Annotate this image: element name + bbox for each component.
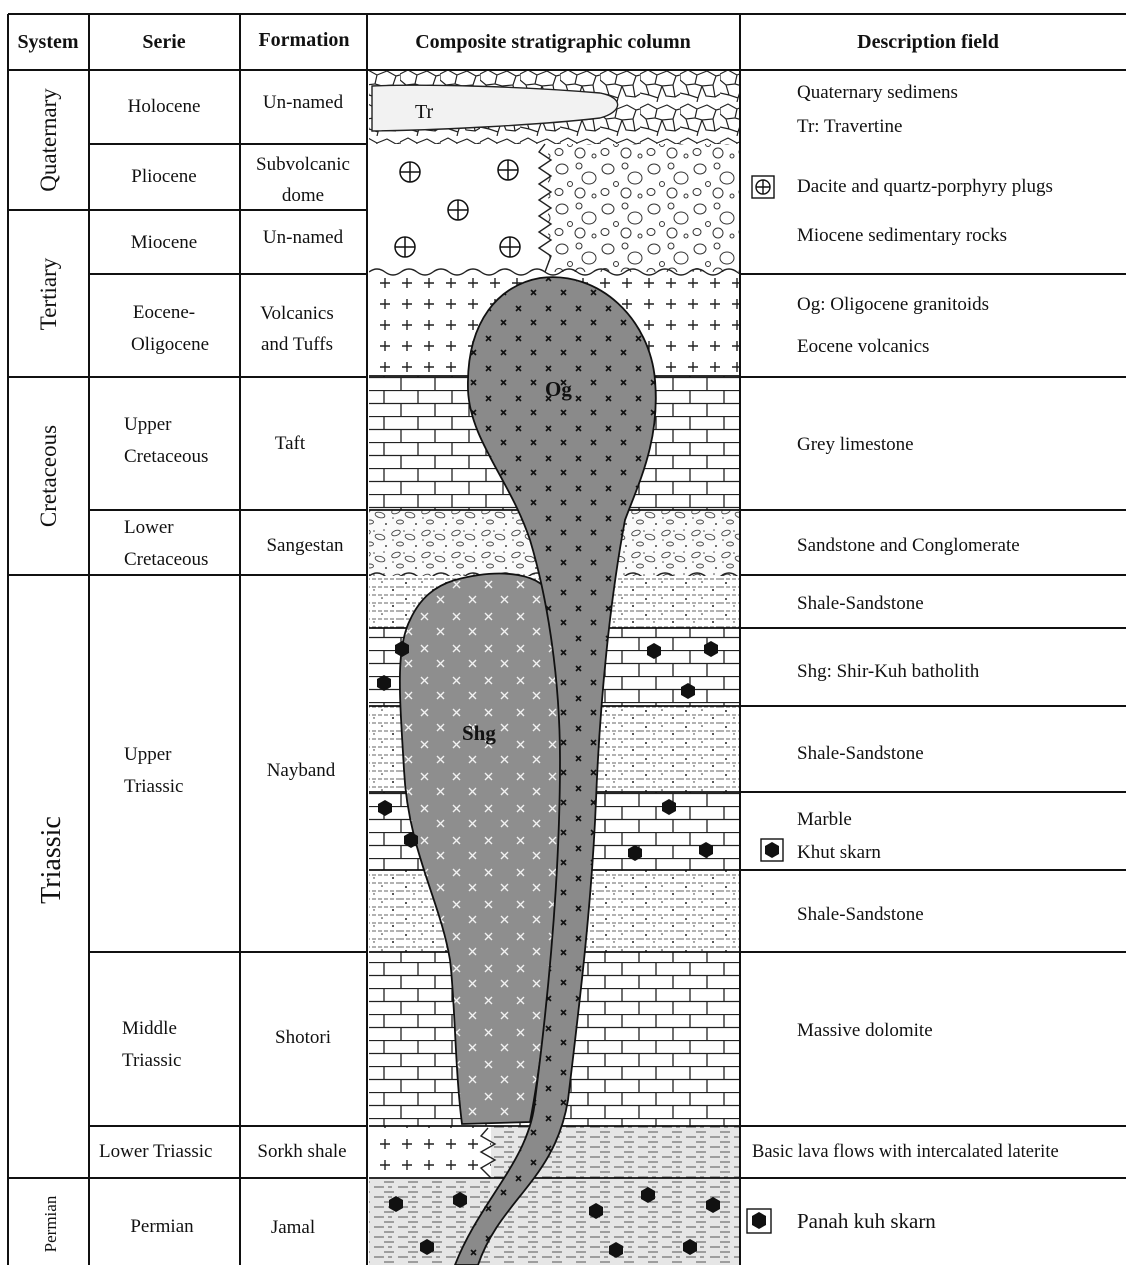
serie-lower-cretaceous-2: Cretaceous <box>124 549 208 570</box>
serie-pliocene: Pliocene <box>131 166 196 187</box>
serie-upper-triassic-1: Upper <box>124 744 172 765</box>
desc-shale-sandstone-1: Shale-Sandstone <box>797 593 924 614</box>
desc-shale-sandstone-3: Shale-Sandstone <box>797 904 924 925</box>
skarn-legend-icon <box>761 839 783 861</box>
system-cretaceous: Cretaceous <box>36 425 61 527</box>
formation-volcanics-2: and Tuffs <box>261 334 333 355</box>
label-tr: Tr <box>415 101 434 123</box>
layer-sorkh-volcanic <box>369 1126 491 1178</box>
header-column: Composite stratigraphic column <box>415 31 691 53</box>
desc-sandstone-conglomerate: Sandstone and Conglomerate <box>797 535 1020 556</box>
formation-subvolcanic-1: Subvolcanic <box>256 154 350 175</box>
desc-marble: Marble <box>797 809 852 830</box>
desc-travertine: Tr: Travertine <box>797 116 902 137</box>
header-formation: Formation <box>258 29 349 51</box>
serie-middle-triassic-2: Triassic <box>122 1050 181 1071</box>
serie-lower-triassic: Lower Triassic <box>99 1141 212 1162</box>
header-serie: Serie <box>142 31 185 53</box>
serie-middle-triassic-1: Middle <box>122 1018 177 1039</box>
desc-quaternary: Quaternary sedimens <box>797 82 958 103</box>
desc-panah-kuh-skarn: Panah kuh skarn <box>797 1209 936 1233</box>
system-triassic: Triassic <box>36 816 67 904</box>
serie-upper-cretaceous-1: Upper <box>124 414 172 435</box>
serie-holocene: Holocene <box>128 96 201 117</box>
desc-khut-skarn: Khut skarn <box>797 842 881 863</box>
plug-legend-icon <box>752 176 774 198</box>
formation-sangestan: Sangestan <box>266 535 344 556</box>
header-description: Description field <box>857 31 999 53</box>
desc-eocene: Eocene volcanics <box>797 336 929 357</box>
desc-massive-dolomite: Massive dolomite <box>797 1020 933 1041</box>
skarn-legend-icon-2 <box>747 1209 771 1233</box>
serie-column: Holocene Pliocene Miocene Eocene- Oligoc… <box>99 96 212 1237</box>
stratigraphic-column <box>369 70 753 1265</box>
system-column: Quaternary Tertiary Cretaceous Triassic … <box>36 88 67 1253</box>
formation-taft: Taft <box>275 433 306 454</box>
formation-unnamed-1: Un-named <box>263 92 344 113</box>
formation-volcanics-1: Volcanics <box>260 303 334 324</box>
desc-shg: Shg: Shir-Kuh batholith <box>797 661 980 682</box>
serie-eocene-oligocene-1: Eocene- <box>133 302 195 323</box>
system-permian: Permian <box>41 1195 60 1252</box>
formation-nayband: Nayband <box>267 760 336 781</box>
formation-shotori: Shotori <box>275 1027 331 1048</box>
serie-upper-cretaceous-2: Cretaceous <box>124 446 208 467</box>
serie-upper-triassic-2: Triassic <box>124 776 183 797</box>
formation-subvolcanic-2: dome <box>282 185 324 206</box>
description-column: Quaternary sedimens Tr: Travertine Dacit… <box>747 82 1059 1233</box>
serie-miocene: Miocene <box>131 232 197 253</box>
desc-dacite: Dacite and quartz-porphyry plugs <box>797 176 1053 197</box>
desc-miocene: Miocene sedimentary rocks <box>797 225 1007 246</box>
desc-shale-sandstone-2: Shale-Sandstone <box>797 743 924 764</box>
header-row: System Serie Formation Composite stratig… <box>17 29 998 53</box>
formation-column: Un-named Subvolcanic dome Un-named Volca… <box>256 92 350 1238</box>
serie-lower-cretaceous-1: Lower <box>124 517 174 538</box>
system-tertiary: Tertiary <box>36 257 61 330</box>
desc-basic-lava: Basic lava flows with intercalated later… <box>752 1142 1059 1162</box>
layer-miocene-sediments <box>548 144 740 272</box>
formation-jamal: Jamal <box>271 1217 315 1238</box>
desc-grey-limestone: Grey limestone <box>797 434 914 455</box>
header-system: System <box>17 31 78 53</box>
formation-unnamed-2: Un-named <box>263 227 344 248</box>
label-shg: Shg <box>462 721 496 745</box>
desc-og: Og: Oligocene granitoids <box>797 294 989 315</box>
serie-permian: Permian <box>130 1216 194 1237</box>
system-quaternary: Quaternary <box>36 88 61 192</box>
label-og: Og <box>545 377 572 401</box>
formation-sorkh-shale: Sorkh shale <box>257 1141 346 1162</box>
serie-eocene-oligocene-2: Oligocene <box>131 334 209 355</box>
